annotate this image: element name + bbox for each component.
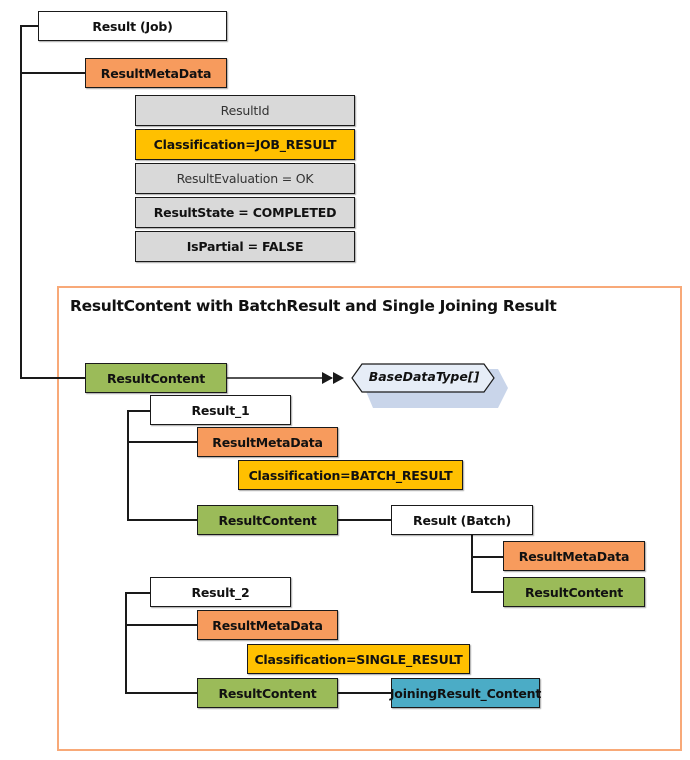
arrowhead-2	[333, 372, 344, 384]
result-job-node[interactable]: Result (Job)	[38, 11, 227, 41]
result2-node[interactable]: Result_2	[150, 577, 291, 607]
connector-content-batch	[338, 519, 391, 521]
field-result-id[interactable]: ResultId	[135, 95, 355, 126]
datatype-hexagon[interactable]	[351, 363, 495, 393]
result-batch-node[interactable]: Result (Batch)	[391, 505, 533, 535]
job-tree-trunk	[20, 25, 22, 379]
connector-job-result	[20, 25, 38, 27]
result1-classification-node[interactable]: Classification=BATCH_RESULT	[238, 460, 463, 490]
connector-result2	[125, 592, 150, 594]
connector-content-joining	[338, 692, 391, 694]
connector-job-metadata	[20, 72, 85, 74]
job-metadata-node[interactable]: ResultMetaData	[85, 58, 227, 88]
connector-batch-content	[471, 591, 503, 593]
result2-metadata-node[interactable]: ResultMetaData	[197, 610, 338, 640]
connector-batch-metadata	[471, 556, 503, 558]
result1-content-node[interactable]: ResultContent	[197, 505, 338, 535]
batch-content-node[interactable]: ResultContent	[503, 577, 645, 607]
connector-result1	[127, 410, 150, 412]
result2-tree-trunk	[125, 592, 127, 694]
field-result-state[interactable]: ResultState = COMPLETED	[135, 197, 355, 228]
batch-metadata-node[interactable]: ResultMetaData	[503, 541, 645, 571]
result1-node[interactable]: Result_1	[150, 395, 291, 425]
connector-result2-content	[125, 692, 197, 694]
frame-title: ResultContent with BatchResult and Singl…	[70, 297, 557, 315]
field-result-evaluation[interactable]: ResultEvaluation = OK	[135, 163, 355, 194]
connector-result1-metadata	[127, 441, 197, 443]
connector-result1-content	[127, 519, 197, 521]
connector-result2-metadata	[125, 624, 197, 626]
batch-tree-trunk	[471, 535, 473, 593]
job-content-node[interactable]: ResultContent	[85, 363, 227, 393]
field-classification-job[interactable]: Classification=JOB_RESULT	[135, 129, 355, 160]
result2-content-node[interactable]: ResultContent	[197, 678, 338, 708]
arrowhead-1	[322, 372, 333, 384]
result1-tree-trunk	[127, 410, 129, 521]
result1-metadata-node[interactable]: ResultMetaData	[197, 427, 338, 457]
result2-classification-node[interactable]: Classification=SINGLE_RESULT	[247, 644, 470, 674]
joining-result-content-node[interactable]: JoiningResult_Content	[390, 678, 541, 708]
connector-job-content	[20, 377, 85, 379]
content-frame	[57, 286, 682, 751]
field-is-partial[interactable]: IsPartial = FALSE	[135, 231, 355, 262]
datatype-label: BaseDataType[]	[368, 369, 480, 384]
